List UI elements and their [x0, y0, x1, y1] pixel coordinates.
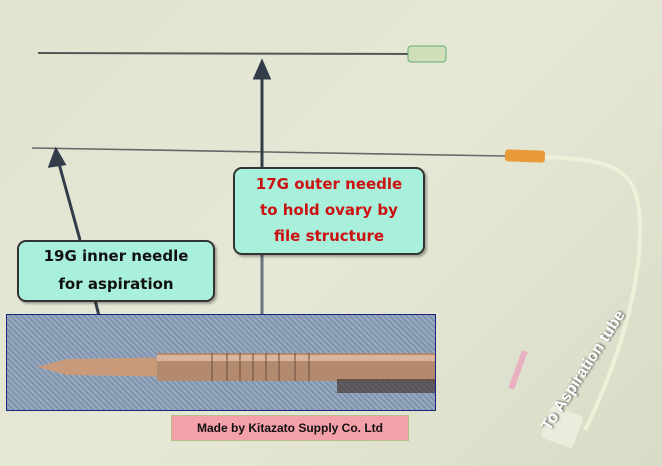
needle-tip-closeup	[6, 314, 436, 411]
inner-callout-line-1: 19G inner needle	[43, 247, 189, 265]
outer-callout-line-1: 17G outer needle	[255, 175, 403, 193]
manufacturer-label: Made by Kitazato Supply Co. Ltd	[171, 415, 409, 441]
outer-callout-line-2: to hold ovary by	[260, 201, 398, 219]
inner-needle-with-tube	[31, 147, 643, 448]
outer-callout-line-3: file structure	[273, 227, 385, 245]
outer-needle	[37, 45, 447, 63]
inner-needle-callout: 19G inner needle for aspiration	[17, 240, 215, 302]
inner-callout-line-2: for aspiration	[58, 275, 174, 293]
needle-tip-image	[37, 353, 435, 393]
outer-needle-callout: 17G outer needle to hold ovary by file s…	[233, 167, 425, 255]
